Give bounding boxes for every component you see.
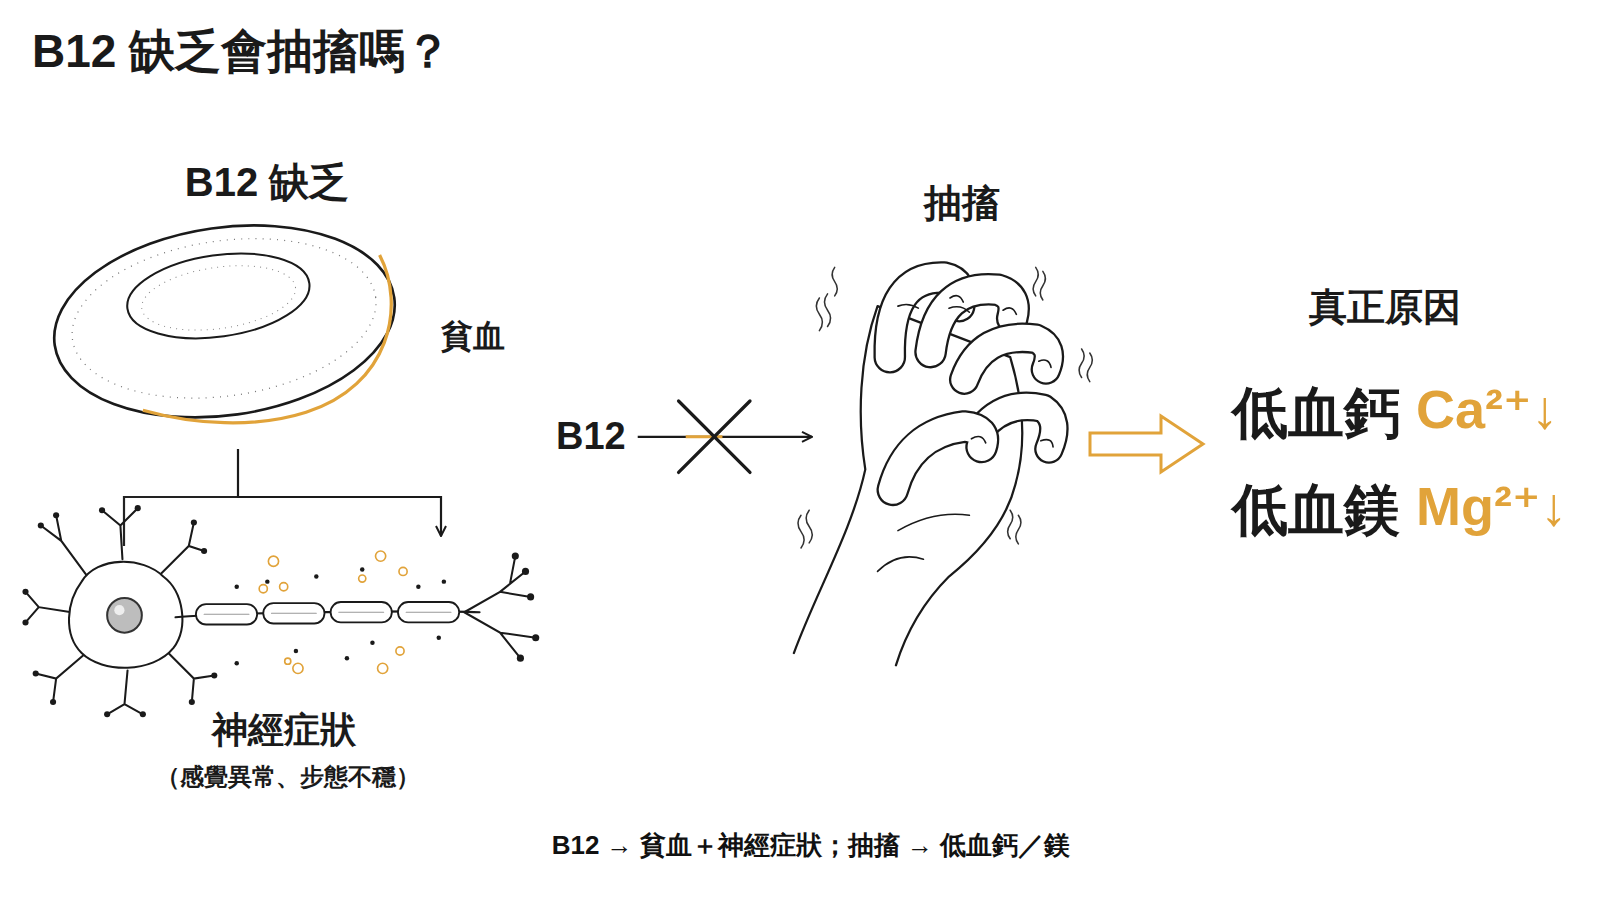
spasm-hand xyxy=(794,267,1092,665)
connector-arrow xyxy=(238,449,441,536)
caption: B12 → 貧血＋神經症狀；抽搐 → 低血鈣／鎂 xyxy=(552,831,1071,860)
cause-label: B12 xyxy=(552,414,630,460)
condition: 低血鎂 xyxy=(1232,479,1400,541)
figures xyxy=(22,205,1092,718)
condition: 低血鈣 xyxy=(1232,382,1400,444)
cell-group: B12 缺乏貧血 xyxy=(50,155,520,449)
heading: 抽搐 xyxy=(924,183,1000,225)
spasm-group: 抽搐 xyxy=(812,180,1090,665)
cell-label: 貧血 xyxy=(441,319,505,354)
neuron xyxy=(22,505,539,717)
title: B12 缺乏會抽搐嗎？ xyxy=(32,26,451,77)
outline-arrow xyxy=(1090,416,1203,472)
ion-level: Ca²⁺↓ xyxy=(1416,380,1559,439)
neuron-group: 神經症狀 （感覺異常、步態不穩） xyxy=(20,536,550,800)
heading: B12 缺乏 xyxy=(185,160,350,204)
connector-arrow xyxy=(638,436,812,438)
ion-level: Mg²⁺↓ xyxy=(1416,477,1567,536)
vitamin-label: B12 xyxy=(556,416,626,458)
subtitle: （感覺異常、步態不穩） xyxy=(156,764,420,790)
red-blood-cell xyxy=(42,205,408,439)
heading: 神經症狀 xyxy=(212,710,356,750)
bracket-branch xyxy=(124,497,238,546)
cause-panel: 真正原因低血鈣 Ca²⁺↓ 低血鎂 Mg²⁺↓ xyxy=(1205,270,1590,550)
heading: 真正原因 xyxy=(1309,287,1461,329)
